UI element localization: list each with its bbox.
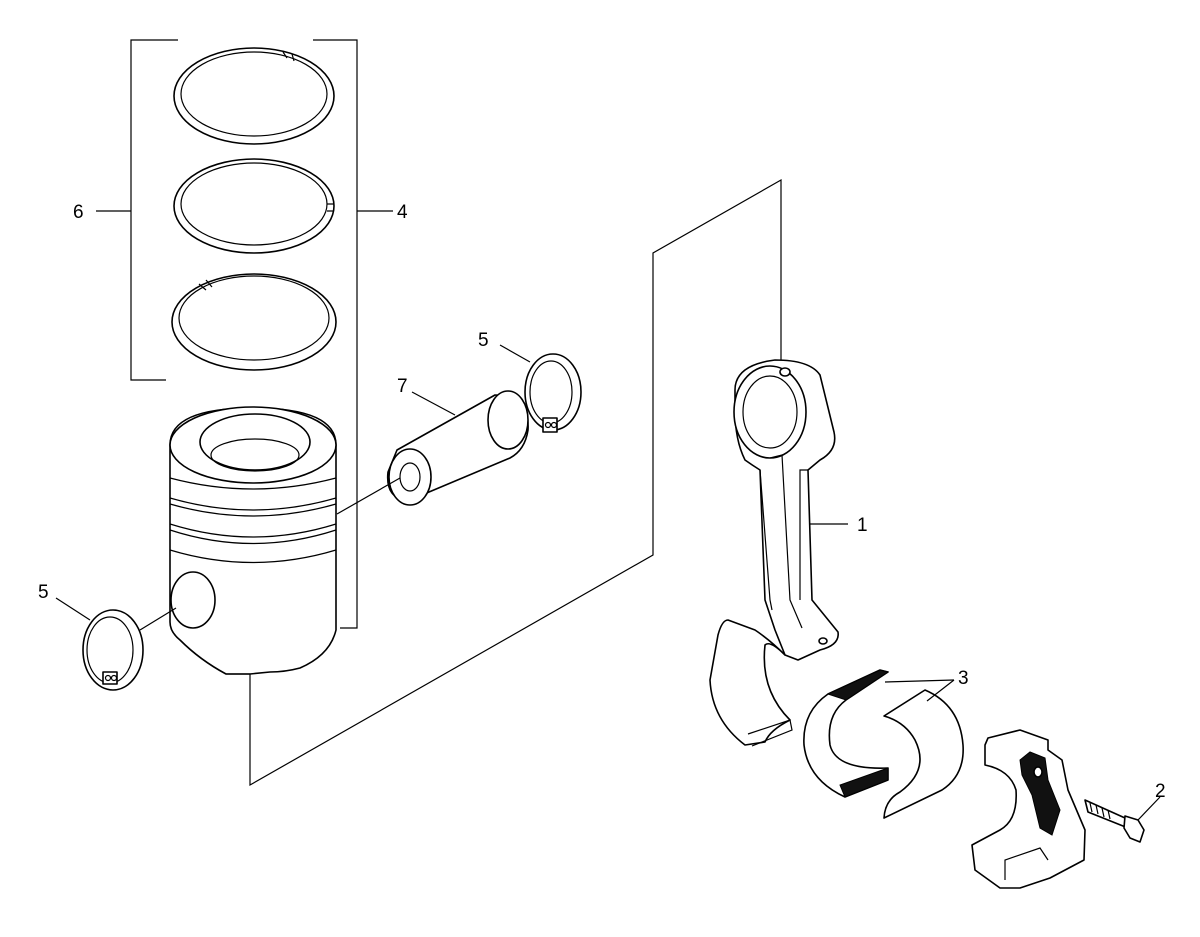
piston-ring-oil bbox=[171, 273, 337, 371]
bearing-cap bbox=[971, 729, 1086, 889]
piston-ring-top bbox=[173, 47, 335, 145]
callout-connecting-rod: 1 bbox=[857, 515, 868, 536]
piston-rings-bracket bbox=[96, 39, 178, 381]
bearing-shell-lower bbox=[883, 689, 964, 819]
piston-assembly-bracket bbox=[313, 39, 393, 629]
piston-pin bbox=[386, 390, 529, 506]
bearing-shell-upper bbox=[803, 669, 890, 798]
leader-lines bbox=[55, 344, 1161, 821]
callout-piston-assembly: 4 bbox=[397, 202, 408, 223]
connecting-rod bbox=[709, 359, 839, 747]
callout-circlip-lower: 5 bbox=[38, 582, 49, 603]
callout-piston-rings: 6 bbox=[73, 202, 84, 223]
callout-circlip-upper: 5 bbox=[478, 330, 489, 351]
callout-piston-pin: 7 bbox=[397, 376, 408, 397]
cap-bolt bbox=[1084, 799, 1145, 843]
callout-cap-bolt: 2 bbox=[1155, 781, 1166, 802]
circlip-lower bbox=[82, 609, 144, 691]
circlip-upper bbox=[524, 353, 582, 433]
assembly-lines bbox=[139, 178, 782, 787]
callout-bearing-shells: 3 bbox=[958, 668, 969, 689]
piston-ring-middle bbox=[173, 158, 335, 254]
piston bbox=[169, 406, 337, 675]
